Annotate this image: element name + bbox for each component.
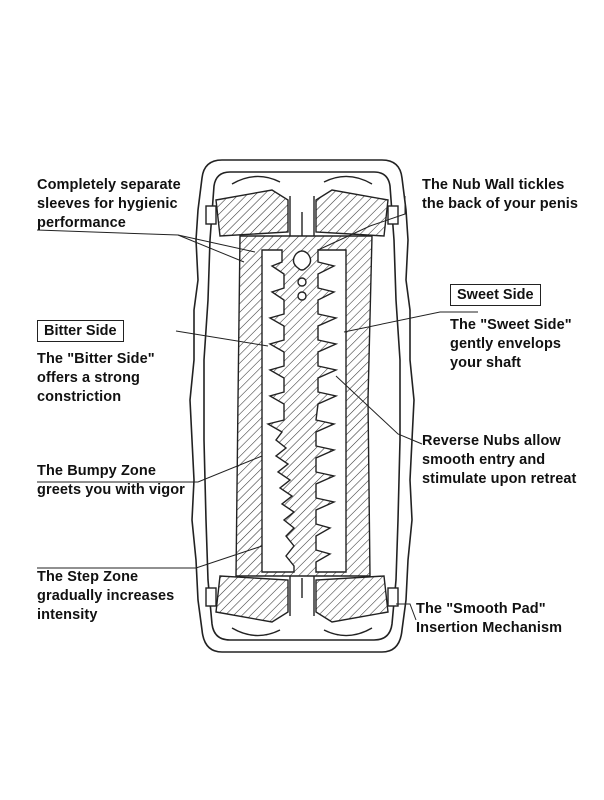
label-nub-wall: The Nub Wall tickles the back of your pe… [422, 177, 579, 212]
sleeve-body [235, 235, 373, 577]
label-step-zone: The Step Zone gradually increases intens… [37, 569, 175, 623]
label-sweet-side-desc: The "Sweet Side" gently envelops your sh… [450, 317, 572, 371]
leader-lines [36, 196, 478, 621]
label-smooth-pad: The "Smooth Pad" Insertion Mechanism [416, 601, 563, 636]
tag-sweet-side: Sweet Side [450, 284, 541, 306]
label-bitter-side-desc: The "Bitter Side" offers a strong constr… [37, 351, 155, 405]
label-bumpy-zone: The Bumpy Zone greets you with vigor [37, 463, 185, 498]
outer-casing [189, 159, 415, 653]
label-reverse-nubs: Reverse Nubs allow smooth entry and stim… [422, 433, 577, 487]
tag-bitter-side: Bitter Side [37, 320, 124, 342]
label-separate-sleeves: Completely separate sleeves for hygienic… [37, 177, 181, 231]
bottom-cap [205, 567, 399, 637]
